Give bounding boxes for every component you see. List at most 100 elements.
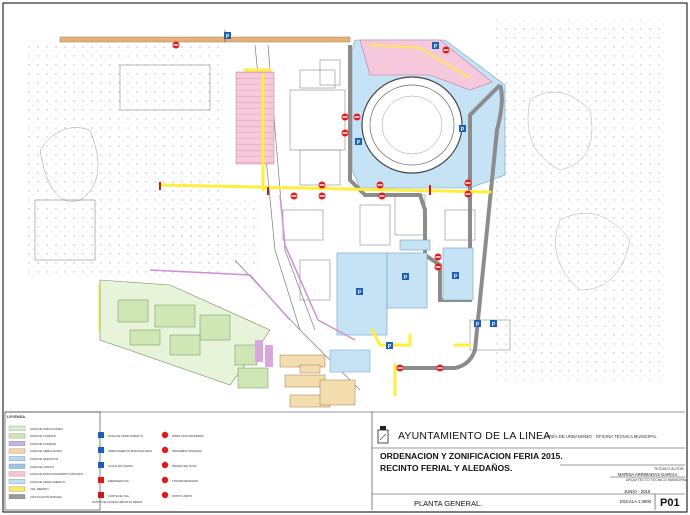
- svg-text:P: P: [226, 34, 230, 40]
- pink-parking-west: [235, 71, 275, 165]
- blue-parking-zones: [336, 239, 474, 336]
- parking-signs: P P P P P P P P P P: [224, 32, 497, 350]
- legend-zone-label: ZONA DE CASETAS: [30, 434, 56, 439]
- no-entry-icon: [172, 41, 180, 49]
- svg-text:P: P: [454, 274, 458, 280]
- department-name: AREA DE URBANISMO · OFICINA TECNICA MUNI…: [546, 434, 657, 439]
- legend-swatch: [8, 441, 26, 446]
- legend-zone-label: ZONA DE COMIDAS: [30, 441, 57, 446]
- legend-zone-label: ZONA DE APARCAMIENTO: [30, 479, 66, 484]
- legend-footer-label: PUNTO DE ACCESO RECINTO FERIAL: [92, 500, 143, 504]
- legend-swatch: [8, 463, 26, 469]
- legend-swatch: [8, 471, 26, 477]
- top-road: [59, 36, 351, 43]
- parking-icon: P: [459, 125, 466, 133]
- legend-zone-label: ZONA DE SERVICIOS: [30, 456, 59, 461]
- no-entry-icon: [341, 129, 349, 137]
- svg-text:P: P: [404, 275, 408, 281]
- svg-text:P: P: [492, 322, 496, 328]
- legend-zone-label: CIRCULACION RODADA: [30, 494, 63, 499]
- no-entry-icon: [161, 431, 169, 439]
- plan-name: PLANTA GENERAL.: [414, 499, 483, 508]
- author-name: MARINA ARRIMADAS GARCIA.: [618, 472, 679, 477]
- recycling-icon: [161, 491, 169, 499]
- project-subtitle: RECINTO FERIAL Y ALEDAÑOS.: [380, 463, 513, 473]
- vegetation-area-center: [160, 200, 260, 270]
- legend-symbol-label: CALLE SIN SALIDA: [108, 463, 134, 468]
- legend-swatch: [8, 425, 26, 431]
- legend-swatch: [8, 494, 26, 500]
- title-block-frame: [4, 411, 685, 511]
- legend-symbol-label: APARCAMIENTO MINUSVALIDOS: [108, 448, 152, 453]
- legend-zone-label: ZONA DE AMBULANTES: [30, 449, 62, 454]
- no-entry-icon: [378, 192, 386, 200]
- legend-symbol-label: PARADA DE TAXIS: [172, 463, 197, 468]
- no-entry-icon: [341, 113, 349, 121]
- parking-icon: P: [474, 320, 481, 328]
- legend-zone-label: ZONA DE ATRACCIONES: [30, 426, 63, 431]
- legend-swatch: [8, 456, 26, 462]
- legend-zone-label: ZONA DE ESTACIONAMIENTO PRIVADO: [30, 472, 83, 477]
- road-cut-icon: [98, 492, 104, 498]
- no-entry-icon: [318, 181, 326, 189]
- parking-icon: P: [355, 138, 362, 146]
- legend-swatch: [8, 433, 26, 439]
- legend-symbol-label: PUNTO LIMPIO: [172, 493, 192, 498]
- svg-text:P: P: [461, 127, 465, 133]
- no-entry-icon: [464, 190, 472, 198]
- no-entry-icon: [442, 46, 450, 54]
- emergency-icon: [98, 477, 104, 483]
- no-entry-icon: [376, 181, 384, 189]
- legend-symbol-label: PROHIBIDO APARCAR: [172, 448, 202, 453]
- taxi-icon: [161, 461, 169, 469]
- no-entry-icon: [396, 364, 404, 372]
- parking-icon: P: [452, 272, 459, 280]
- no-entry-icon: [290, 192, 298, 200]
- legend-symbol-label: EMERGENCIAS: [108, 478, 129, 483]
- municipal-crest-icon: [377, 426, 389, 444]
- no-entry-icon: [436, 364, 444, 372]
- legend-symbol-label: DIRECCION PROHIBIDA: [172, 433, 204, 438]
- no-entry-icon: [464, 179, 472, 187]
- no-entry-icon: [318, 192, 326, 200]
- no-parking-icon: [161, 446, 169, 454]
- organization-name: AYUNTAMIENTO DE LA LINEA: [398, 430, 551, 442]
- legend-swatch: [8, 448, 26, 454]
- fairground-area: [99, 279, 371, 389]
- legend-swatches: [8, 425, 169, 500]
- no-entry-icon: [434, 263, 442, 271]
- svg-text:P: P: [434, 44, 438, 50]
- booth-area: [279, 354, 356, 408]
- legend-symbol-label: ZONA DE APARCAMIENTO: [108, 433, 144, 438]
- vegetation-area-east: [495, 20, 665, 380]
- project-title: ORDENACION Y ZONIFICACION FERIA 2015.: [380, 451, 563, 461]
- date-label: JUNIO - 2015: [624, 489, 651, 494]
- parking-icon: P: [490, 320, 497, 328]
- parking-icon: P: [402, 273, 409, 281]
- legend-swatch: [8, 479, 26, 484]
- author-title: ARQUITECTO TECNICO MUNICIPAL: [626, 478, 687, 482]
- transformer-icon: [161, 476, 169, 484]
- dead-end-icon: [98, 462, 104, 468]
- svg-text:P: P: [357, 140, 361, 146]
- svg-text:P: P: [358, 290, 362, 296]
- road-cuts: [159, 182, 431, 195]
- red-signs: [172, 41, 472, 372]
- no-entry-icon: [434, 253, 442, 261]
- legend-zone-label: ZONA DE CIRCOS: [30, 464, 54, 469]
- legend-swatch: [8, 486, 26, 492]
- svg-text:P: P: [388, 344, 392, 350]
- scale-label: ESCALA 1:3000: [620, 499, 652, 504]
- parking-icon: P: [386, 342, 393, 350]
- no-entry-icon: [353, 113, 361, 121]
- parking-icon: [98, 432, 104, 438]
- legend-symbol-label: CORTE DE VIAL: [108, 493, 130, 498]
- parking-icon: P: [224, 32, 231, 40]
- disabled-parking-icon: [98, 447, 104, 453]
- legend-zone-label: VIAL ABIERTO: [30, 487, 49, 492]
- legend-heading: LEYENDA: [7, 415, 26, 419]
- legend-symbol-label: TRANSFORMADOR: [172, 478, 198, 483]
